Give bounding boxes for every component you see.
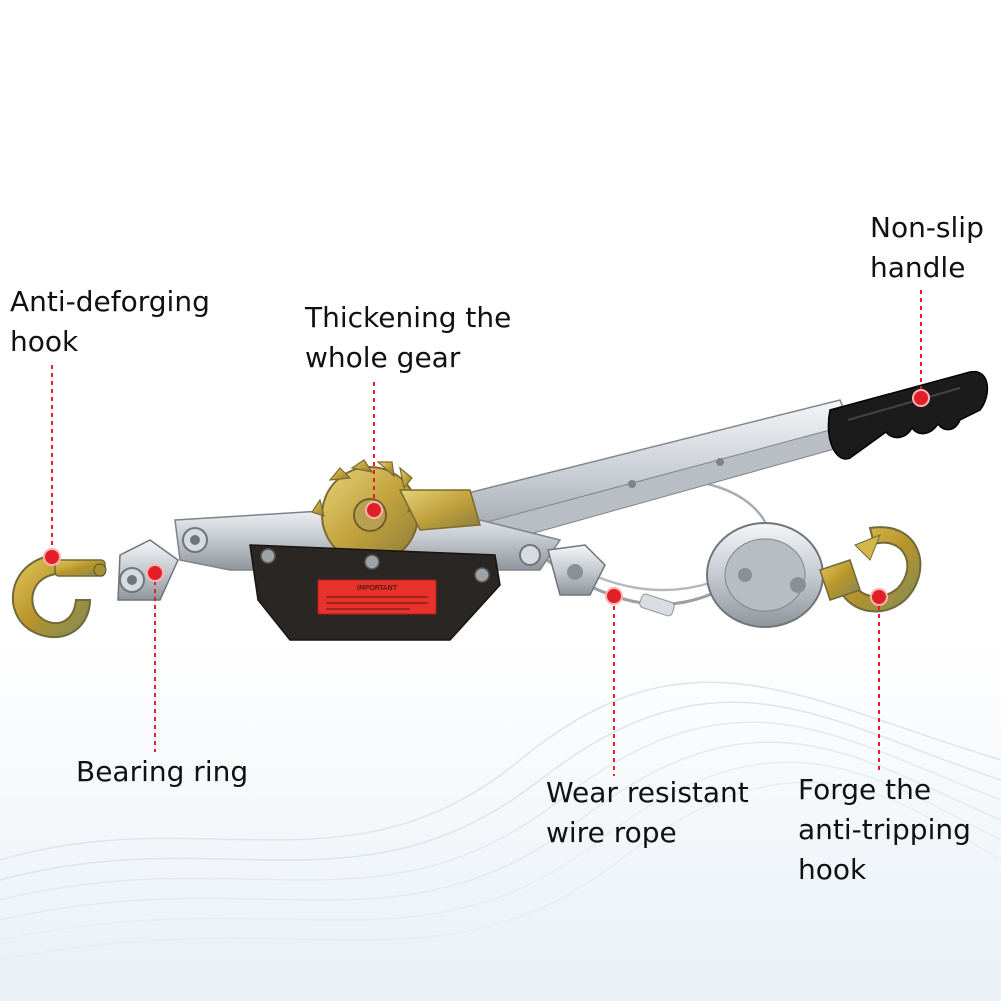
- markers: [43, 389, 930, 606]
- background-waves: [0, 640, 1001, 1001]
- marker-gear: [365, 501, 383, 519]
- label-line: hook: [10, 325, 79, 358]
- warning-plate: IMPORTANT: [249, 544, 501, 641]
- right-hook: [819, 526, 922, 613]
- label-bearing-ring: Bearing ring: [76, 752, 248, 792]
- label-line: handle: [870, 251, 966, 284]
- label-line: Thickening the: [305, 301, 512, 334]
- label-line: Anti-deforging: [10, 285, 210, 318]
- label-anti-deforging-hook: Anti-deforging hook: [10, 282, 210, 362]
- marker-bearing: [146, 564, 164, 582]
- marker-hook-left: [43, 548, 61, 566]
- label-line: wire rope: [546, 816, 677, 849]
- warning-plate-text: IMPORTANT: [357, 584, 398, 592]
- label-line: whole gear: [305, 341, 461, 374]
- marker-handle: [912, 389, 930, 407]
- label-line: hook: [798, 853, 867, 886]
- label-anti-tripping-hook: Forge the anti-tripping hook: [798, 770, 971, 890]
- marker-hook-right: [870, 588, 888, 606]
- label-line: anti-tripping: [798, 813, 971, 846]
- label-line: Forge the: [798, 773, 932, 806]
- left-hook: [11, 553, 107, 639]
- label-line: Bearing ring: [76, 755, 249, 788]
- label-line: Non-slip: [870, 211, 984, 244]
- label-wear-resistant-rope: Wear resistant wire rope: [546, 773, 749, 853]
- grip-handle: [827, 371, 989, 460]
- label-non-slip-handle: Non-slip handle: [870, 208, 984, 288]
- label-thickening-gear: Thickening the whole gear: [305, 298, 511, 378]
- marker-rope: [605, 587, 623, 605]
- label-line: Wear resistant: [546, 776, 749, 809]
- leader-lines: [51, 290, 922, 776]
- pulley-block: [547, 522, 824, 628]
